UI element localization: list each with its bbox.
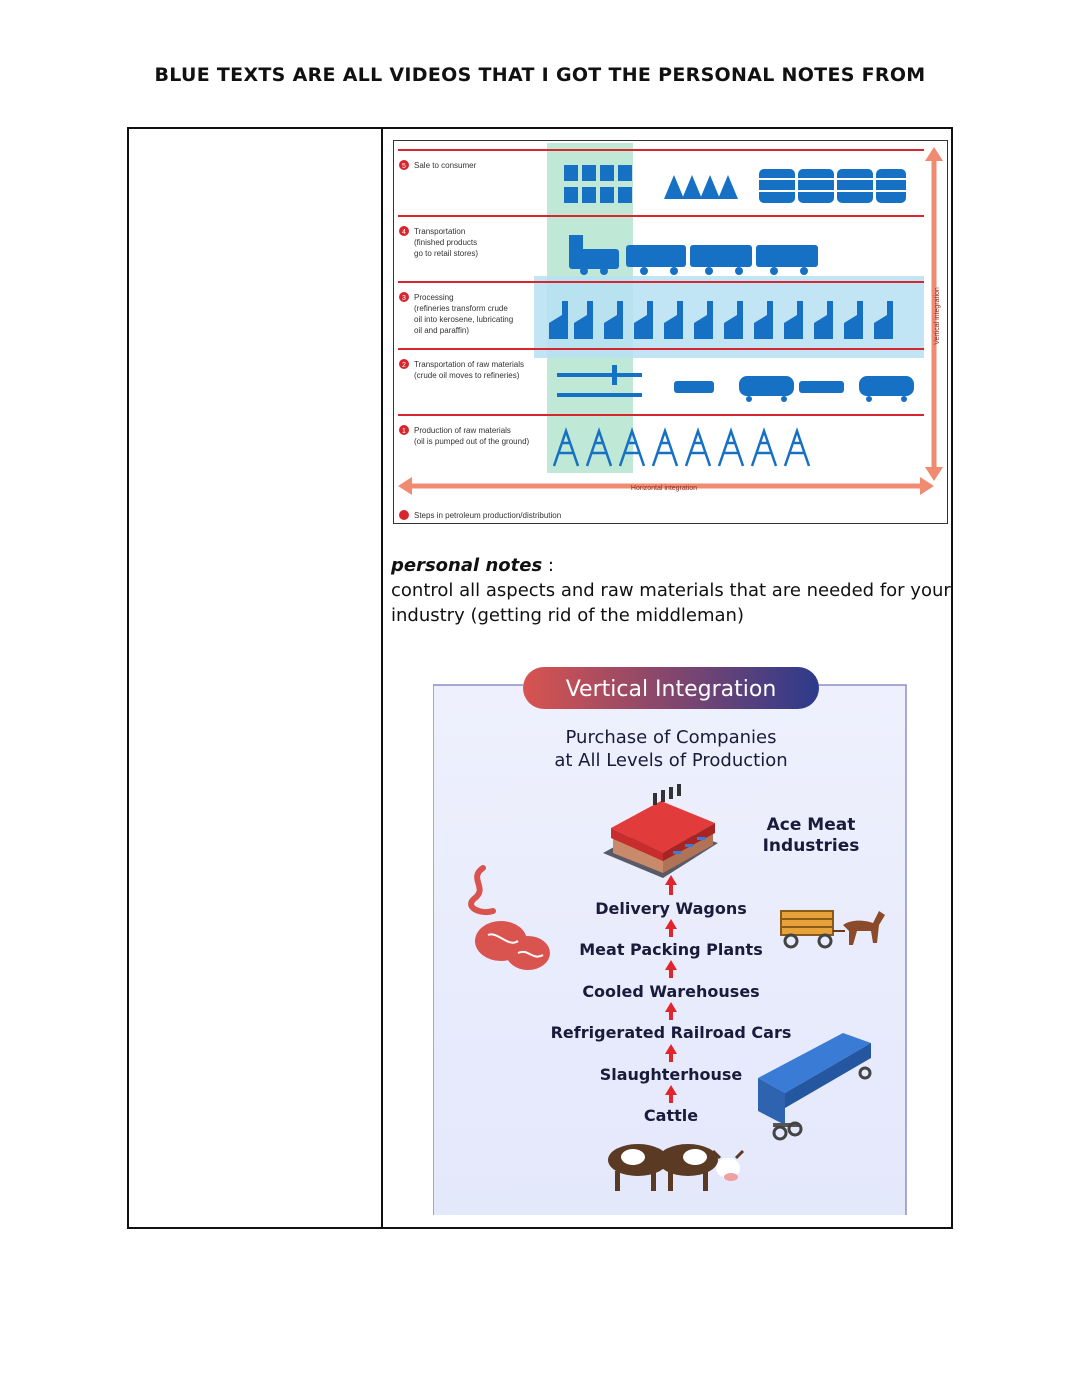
personal-notes-colon: : [547,555,554,576]
wagon-icon [780,910,885,949]
railcar-icon [758,1033,872,1141]
legend-text: Steps in petroleum production/distributi… [414,511,561,520]
company-name-line1: Ace Meat [767,815,856,835]
level-slaughterhouse: Slaughterhouse [600,1065,743,1084]
svg-text:Sale to consumer: Sale to consumer [414,161,477,170]
svg-text:1: 1 [402,428,406,435]
step-4: 4 Transportation (finished products go t… [399,226,478,258]
pipeline-icon [557,365,642,397]
step-separators [398,149,924,416]
svg-text:(oil is pumped out of the grou: (oil is pumped out of the ground) [414,437,530,446]
vi-subtitle-line2: at All Levels of Production [554,750,787,771]
svg-text:Production of raw materials: Production of raw materials [414,426,511,435]
svg-text:5: 5 [402,163,406,170]
vi-subtitle-line1: Purchase of Companies [566,727,777,748]
oil-wagons-icon [674,376,914,402]
svg-text:3: 3 [402,295,406,302]
step-1: 1 Production of raw materials (oil is pu… [399,425,530,446]
vertical-integration-infographic: Vertical Integration Purchase of Compani… [432,663,933,1223]
svg-text:(finished products: (finished products [414,238,477,247]
vi-title-pill [523,667,819,709]
chain-arrows [665,875,677,1103]
svg-text:(refineries transform crude: (refineries transform crude [414,304,508,313]
vi-title: Vertical Integration [566,677,777,702]
factory-icon [603,784,718,878]
vertical-integration-svg: Vertical Integration Purchase of Compani… [432,667,907,1215]
personal-notes-body: control all aspects and raw materials th… [391,580,951,626]
consumer-products-icon [564,165,906,203]
level-cooled-warehouses: Cooled Warehouses [582,982,759,1001]
legend-dot [399,510,409,520]
train-icon [569,235,818,275]
svg-text:oil and paraffin): oil and paraffin) [414,326,469,335]
svg-text:2: 2 [402,362,406,369]
notes-table: 5 Sale to consumer 4 Transportation (fin… [127,127,953,1229]
company-name-line2: Industries [763,836,860,856]
personal-notes: personal notes : control all aspects and… [391,553,951,628]
svg-text:go to retail stores): go to retail stores) [414,249,478,258]
personal-notes-heading: personal notes [391,555,543,576]
svg-text:oil into kerosene, lubricating: oil into kerosene, lubricating [414,315,513,324]
meat-icon [468,865,550,970]
petroleum-diagram-svg: 5 Sale to consumer 4 Transportation (fin… [398,143,943,520]
refinery-icon [549,301,893,339]
vi-panel-border [432,684,907,1215]
svg-text:Transportation: Transportation [414,227,465,236]
vertical-integration-label: Vertical integration [934,287,941,345]
table-left-cell [129,129,383,1227]
level-delivery-wagons: Delivery Wagons [595,899,747,918]
step-5: 5 Sale to consumer [399,160,477,170]
svg-text:Processing: Processing [414,293,454,302]
step-2: 2 Transportation of raw materials (crude… [399,359,524,380]
svg-text:(crude oil moves to refineries: (crude oil moves to refineries) [414,371,520,380]
horizontal-integration-label: Horizontal integration [631,485,697,492]
svg-text:Transportation of raw material: Transportation of raw materials [414,360,524,369]
petroleum-diagram: 5 Sale to consumer 4 Transportation (fin… [393,140,948,524]
svg-text:4: 4 [402,229,406,236]
step-3: 3 Processing (refineries transform crude… [399,292,513,335]
level-refrigerated-railroad-cars: Refrigerated Railroad Cars [551,1023,792,1042]
cattle-icon [608,1144,745,1191]
document-header: BLUE TEXTS ARE ALL VIDEOS THAT I GOT THE… [154,64,926,86]
level-cattle: Cattle [644,1106,698,1125]
oil-derrick-icon [552,427,811,467]
level-meat-packing-plants: Meat Packing Plants [579,940,762,959]
table-right-cell: 5 Sale to consumer 4 Transportation (fin… [383,129,951,1227]
